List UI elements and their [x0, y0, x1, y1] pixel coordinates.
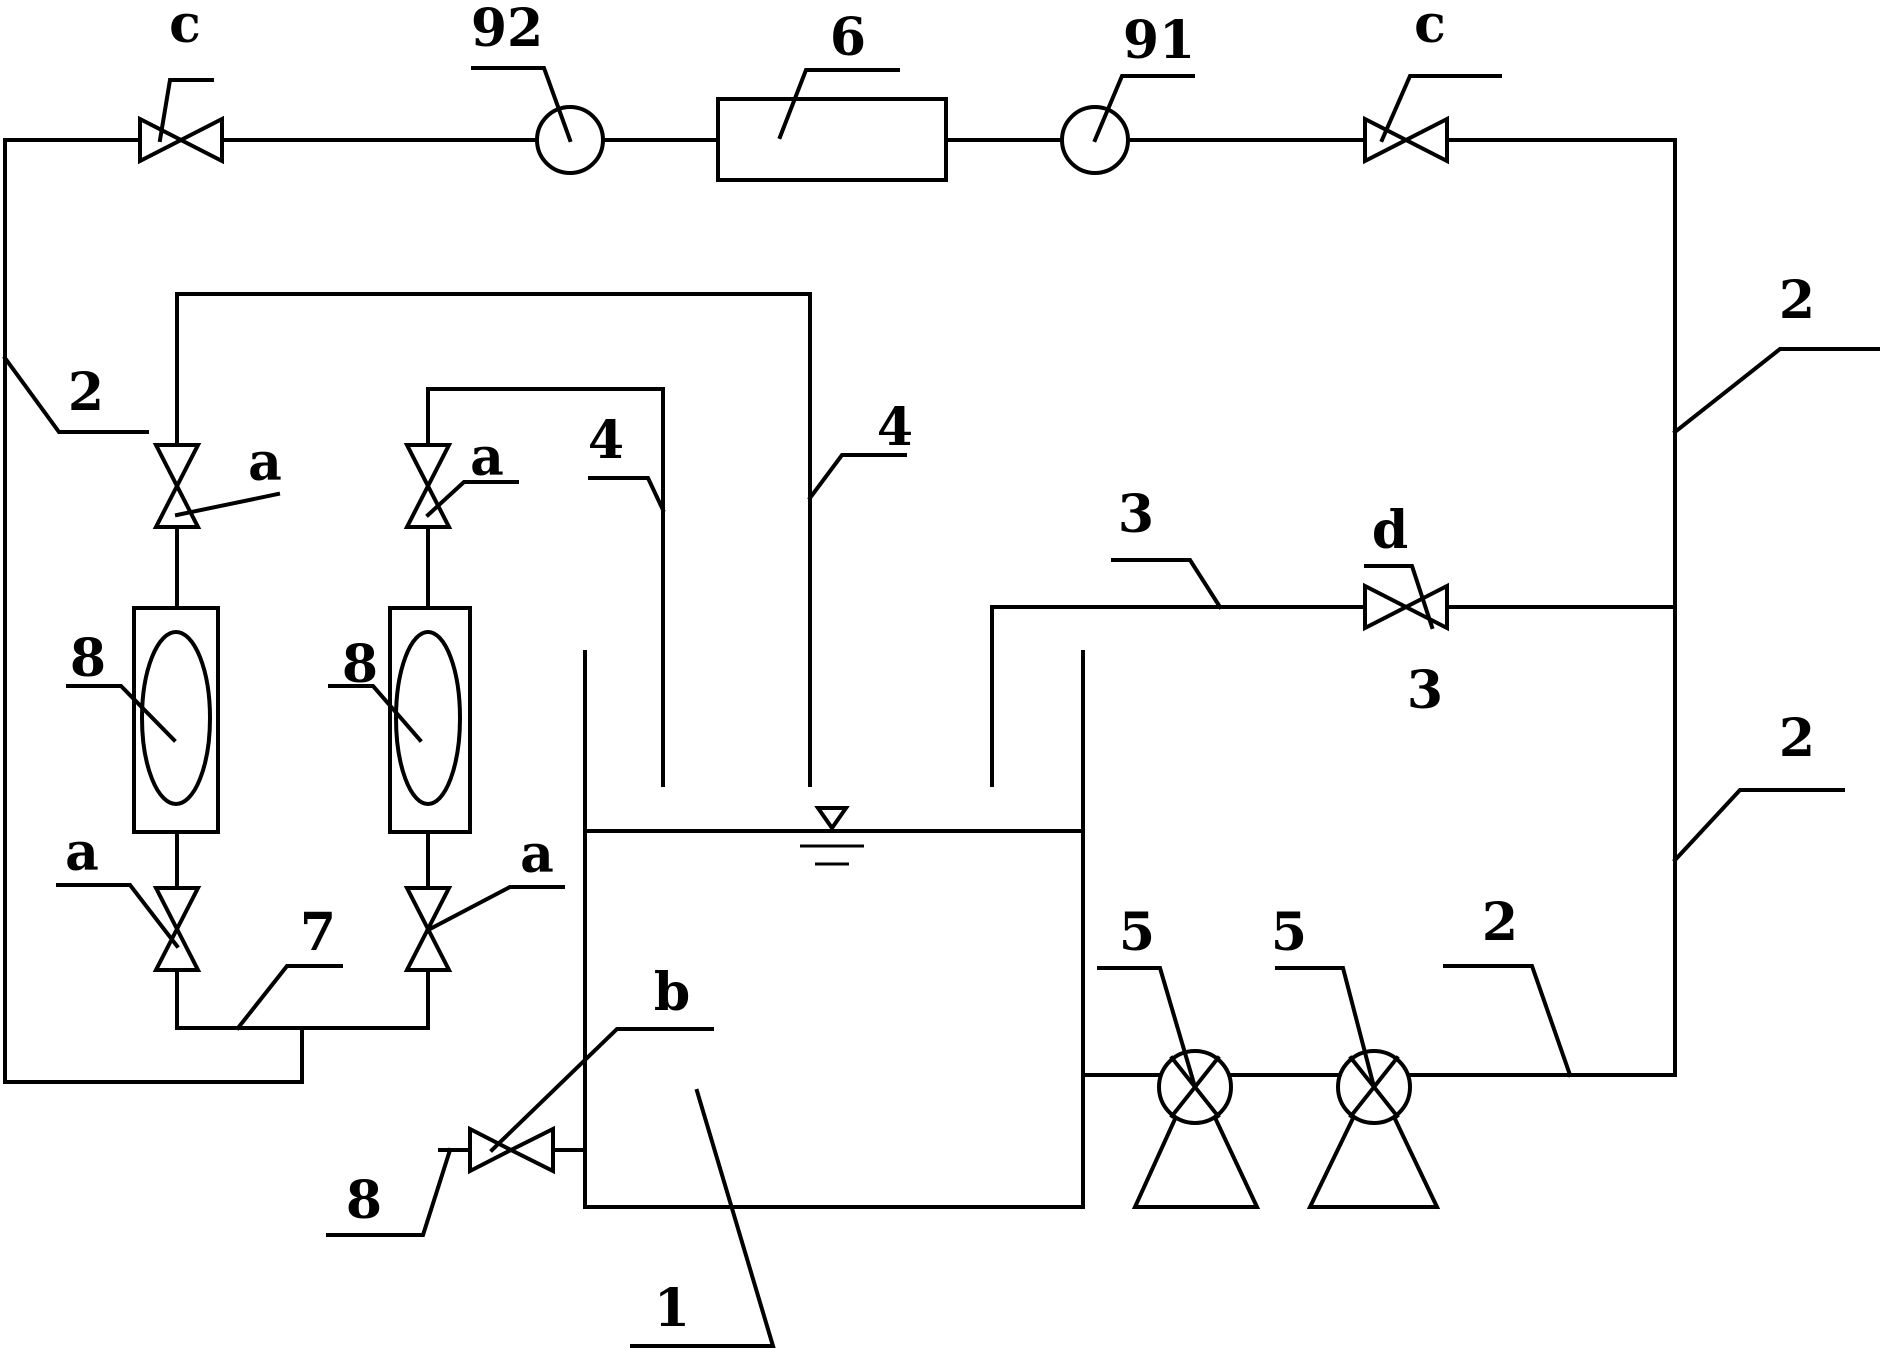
- valve-c-left-icon: [138, 115, 224, 165]
- label-92: 92: [471, 0, 543, 59]
- flow-meter-left-dial-icon: [140, 630, 212, 806]
- label-1: 1: [654, 1278, 690, 1339]
- tank-1: [583, 650, 1085, 1209]
- left-bottom-pipe: [3, 1026, 304, 1084]
- label-c-right: c: [1414, 0, 1446, 55]
- label-c-left: c: [169, 0, 201, 55]
- label-d: d: [1372, 500, 1408, 561]
- flow-meter-left: [132, 606, 220, 834]
- flow-meter-right: [388, 606, 472, 834]
- label-3-lower: 3: [1407, 660, 1443, 721]
- flow-meter-right-dial-icon: [394, 630, 462, 806]
- valve-a-bottom-right-icon: [403, 886, 453, 972]
- label-7: 7: [300, 902, 336, 963]
- label-a-bottom-left: a: [65, 822, 99, 883]
- valve-c-right-icon: [1363, 115, 1449, 165]
- water-level-icon: [800, 806, 864, 866]
- leader-lines: [2, 66, 1880, 1348]
- valve-d-icon: [1363, 582, 1449, 632]
- valve-b-icon: [468, 1125, 555, 1175]
- pipe-4-right: [175, 292, 812, 787]
- valves: [138, 115, 1449, 1175]
- label-6: 6: [830, 7, 866, 68]
- label-91: 91: [1123, 10, 1195, 71]
- label-5-left: 5: [1119, 902, 1155, 963]
- label-a-top-right: a: [470, 427, 504, 488]
- label-8-meter-left: 8: [70, 628, 106, 689]
- pipes: [3, 138, 1677, 1152]
- labels: c c 92 6 91 2 2 2 2 3 3 d 4 4 a a a a 8 …: [65, 0, 1815, 1339]
- valve-a-bottom-left-icon: [152, 886, 202, 972]
- valve-a-top-left-icon: [152, 443, 202, 529]
- label-2-bottom: 2: [1482, 892, 1518, 953]
- label-a-top-left: a: [248, 432, 282, 493]
- label-2-top-right: 2: [1779, 270, 1815, 331]
- pipe-3: [990, 605, 1367, 787]
- label-b: b: [654, 962, 690, 1023]
- label-a-bottom-right: a: [520, 824, 554, 885]
- label-8-drain: 8: [346, 1170, 382, 1231]
- label-5-right: 5: [1271, 902, 1307, 963]
- label-4-right: 4: [877, 397, 913, 458]
- pump-5-left-icon: [1131, 1049, 1261, 1209]
- label-3-upper: 3: [1118, 484, 1154, 545]
- label-2-left: 2: [68, 362, 104, 423]
- label-4-left: 4: [588, 410, 624, 471]
- tank-walls: [583, 650, 1085, 1209]
- manifold-7: [175, 968, 430, 1030]
- component-6: [716, 97, 948, 182]
- pipe-4-left: [426, 387, 665, 787]
- label-8-meter-right: 8: [342, 634, 378, 695]
- label-2-mid-right: 2: [1779, 708, 1815, 769]
